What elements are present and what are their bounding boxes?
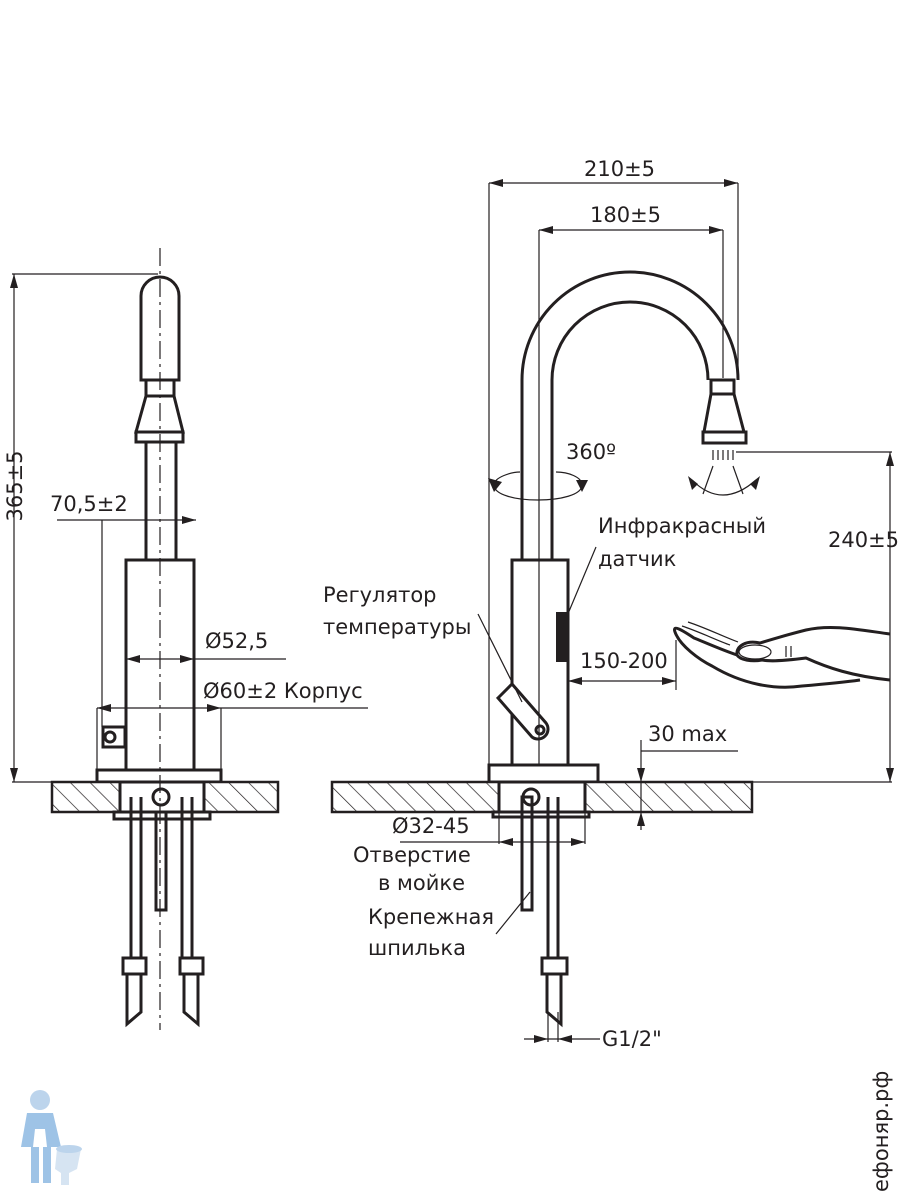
plumber-logo bbox=[21, 1090, 82, 1185]
label-sensor-line2: датчик bbox=[598, 547, 676, 571]
front-view: 360º 210±5 180±5 Инфракрасный датчик Рег… bbox=[323, 157, 899, 1051]
label-thread: G1/2" bbox=[602, 1027, 662, 1051]
label-stud-line2: шпилька bbox=[368, 936, 466, 960]
label-hole-line2: в мойке bbox=[378, 871, 465, 895]
label-height-total: 365±5 bbox=[3, 450, 27, 521]
side-view: 365±5 70,5±2 Ø52,5 Ø60±2 Корпус bbox=[3, 248, 368, 1030]
label-detect-range: 150-200 bbox=[580, 649, 668, 673]
hand-outline bbox=[735, 625, 891, 682]
side-view-head bbox=[139, 275, 181, 382]
label-spout-reach-inner: 180±5 bbox=[590, 203, 661, 227]
label-stud-line1: Крепежная bbox=[368, 905, 494, 929]
temperature-lever bbox=[495, 681, 550, 741]
label-sensor-line1: Инфракрасный bbox=[598, 514, 766, 538]
label-outlet-height: 240±5 bbox=[828, 528, 899, 552]
label-diameter-base: Ø60±2 Корпус bbox=[203, 679, 363, 703]
label-hole-line1: Отверстие bbox=[353, 843, 471, 867]
infrared-sensor bbox=[556, 612, 568, 662]
label-regulator-line1: Регулятор bbox=[323, 583, 437, 607]
label-hole-diameter: Ø32-45 bbox=[392, 814, 470, 838]
front-view-spout bbox=[520, 270, 740, 560]
label-diameter-body: Ø52,5 bbox=[205, 629, 268, 653]
label-regulator-line2: температуры bbox=[323, 615, 471, 639]
label-counter-thickness: 30 max bbox=[648, 722, 727, 746]
label-rotation: 360º bbox=[566, 440, 616, 464]
label-spout-reach-outer: 210±5 bbox=[584, 157, 655, 181]
watermark: ефоняр.рф bbox=[869, 1071, 893, 1192]
front-view-aerator bbox=[702, 392, 746, 434]
label-sensor-offset: 70,5±2 bbox=[50, 492, 128, 516]
